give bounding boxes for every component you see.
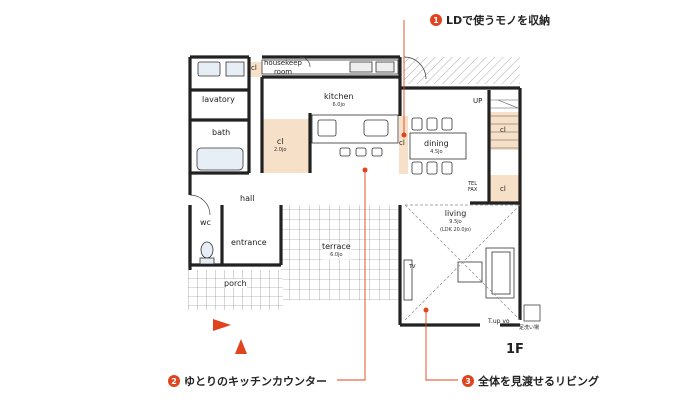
callout-lines xyxy=(337,20,458,381)
room-porch: porch xyxy=(224,279,247,288)
callout-1: 1 LDで使うモノを収納 xyxy=(430,12,550,28)
housekeep-line1: housekeep xyxy=(264,59,302,67)
stairs xyxy=(490,99,519,149)
kitchen-counter xyxy=(261,59,399,144)
room-cl-stair: cl xyxy=(500,126,506,134)
terrace-name: terrace xyxy=(322,242,351,251)
callout-3-number: 3 xyxy=(462,375,474,387)
room-housekeep: housekeep room xyxy=(264,59,302,77)
room-kitchen: kitchen 6.0jo xyxy=(324,92,353,110)
dining-name: dining xyxy=(424,139,449,148)
callout-2: 2 ゆとりのキッチンカウンター xyxy=(168,373,327,389)
kitchen-size: 6.0jo xyxy=(332,102,345,108)
room-cl-stair2: cl xyxy=(500,185,506,193)
callout-1-number: 1 xyxy=(430,14,442,26)
room-bath: bath xyxy=(212,128,231,137)
porch-tiles xyxy=(188,270,283,310)
room-cl-big: cl 2.0jo xyxy=(274,137,286,155)
room-cl-dining: cl xyxy=(399,139,405,147)
closet-floor-fills xyxy=(249,62,519,203)
callout-dot-3 xyxy=(423,307,429,313)
living-furniture xyxy=(403,247,515,301)
foot-wash-box xyxy=(523,304,541,322)
entrance-arrow-right-icon xyxy=(213,319,231,331)
room-hall: hall xyxy=(240,194,255,203)
housekeep-line2: room xyxy=(273,68,293,76)
callout-3: 3 全体を見渡せるリビング xyxy=(462,373,599,389)
callout-dots xyxy=(362,132,429,313)
terrace-size: 6.0jo xyxy=(330,252,343,258)
room-up: UP xyxy=(473,97,483,105)
walls xyxy=(188,55,522,327)
room-living: living 9.5jo (LDK 20.0jo) xyxy=(440,210,471,234)
callout-dot-2 xyxy=(362,167,368,173)
dining-size: 4.5jo xyxy=(430,149,443,155)
living-name: living xyxy=(444,209,467,218)
floor-label: 1F xyxy=(506,342,524,357)
room-lavatory: lavatory xyxy=(202,95,235,104)
room-wc: wc xyxy=(200,218,211,227)
telfax-line2: FAX xyxy=(468,187,478,193)
living-size: 9.5jo xyxy=(449,219,462,225)
fixtures xyxy=(196,61,245,265)
callout-3-text: 全体を見渡せるリビング xyxy=(478,375,599,388)
callout-1-text: LDで使うモノを収納 xyxy=(446,14,551,27)
outdoor-hatch xyxy=(404,57,520,84)
entrance-arrow-up-icon xyxy=(235,339,247,354)
dining-set xyxy=(409,117,467,175)
callout-2-number: 2 xyxy=(168,375,180,387)
stools xyxy=(339,147,383,157)
callout-2-text: ゆとりのキッチンカウンター xyxy=(184,375,327,388)
room-terrace: terrace 6.0jo xyxy=(322,242,351,260)
room-cl-top: cl xyxy=(251,64,257,72)
room-dining: dining 4.5jo xyxy=(424,139,449,157)
room-telfax: TEL FAX xyxy=(468,181,477,193)
room-entrance: entrance xyxy=(231,238,267,247)
room-tv: TV xyxy=(409,264,416,270)
room-footwash: 足洗い場 xyxy=(519,325,540,331)
callout-dot-1 xyxy=(401,132,407,138)
room-tupvo: T.up vo xyxy=(488,318,510,325)
living-diagonals xyxy=(404,204,521,321)
telfax-line1: TEL xyxy=(468,181,477,187)
kitchen-name: kitchen xyxy=(324,92,354,101)
cl-big-size: 2.0jo xyxy=(274,147,287,153)
living-size2: (LDK 20.0jo) xyxy=(440,227,471,233)
door-arcs xyxy=(189,56,427,216)
cl-big-name: cl xyxy=(276,137,284,146)
